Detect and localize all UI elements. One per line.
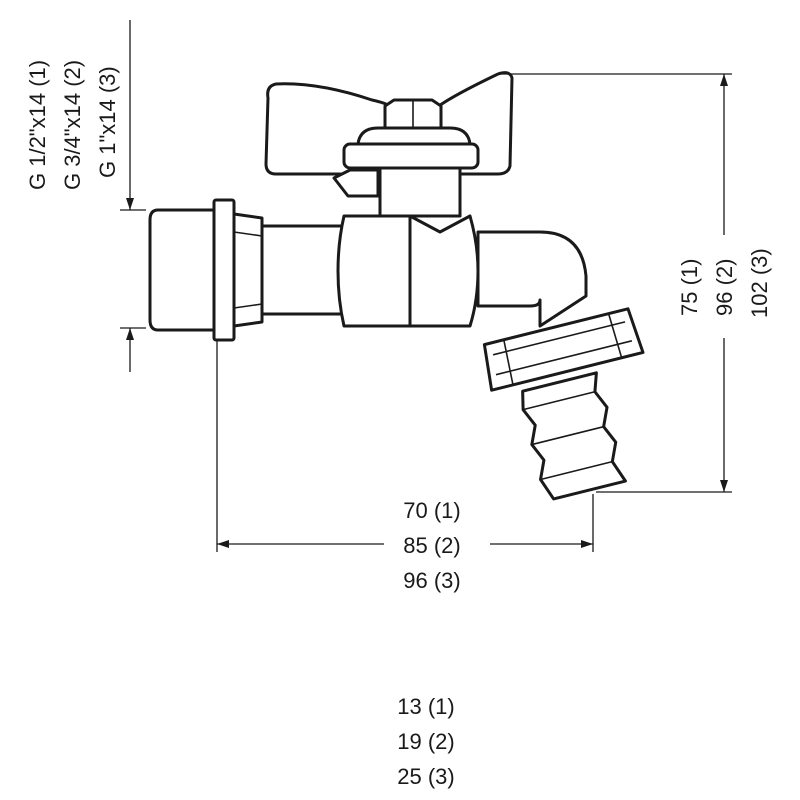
length-label-2: 85 (2) [403, 533, 460, 558]
hose-label-2: 19 (2) [397, 729, 454, 754]
outlet-elbow [476, 230, 588, 328]
length-label-1: 70 (1) [403, 498, 460, 523]
ball-valve [148, 71, 645, 501]
handle-hub [356, 126, 472, 146]
inlet-flange [212, 198, 236, 342]
height-labels: 75 (1) 96 (2) 102 (3) [677, 248, 772, 318]
height-label-2: 96 (2) [712, 259, 737, 316]
stop-lug [332, 168, 380, 198]
thread-size-labels: G 1/2"x14 (1) G 3/4"x14 (2) G 1"x14 (3) [25, 60, 120, 190]
inlet-neck [260, 224, 346, 316]
valve-stem [378, 166, 462, 218]
valve-body-left [336, 214, 412, 328]
height-label-3: 102 (3) [747, 248, 772, 318]
hose-label-1: 13 (1) [397, 694, 454, 719]
inlet-hex-nut [232, 212, 264, 328]
hose-tail [521, 371, 627, 501]
height-label-1: 75 (1) [677, 259, 702, 316]
length-labels: 70 (1) 85 (2) 96 (3) [403, 498, 460, 593]
hose-label-3: 25 (3) [397, 764, 454, 789]
hose-nut [482, 307, 645, 392]
thread-label-2: G 3/4"x14 (2) [60, 60, 85, 190]
thread-label-1: G 1/2"x14 (1) [25, 60, 50, 190]
inlet-thread [148, 208, 216, 332]
hose-size-labels: 13 (1) 19 (2) 25 (3) [397, 694, 454, 789]
length-label-3: 96 (3) [403, 568, 460, 593]
stem-collar [342, 142, 480, 170]
dimension-lines [120, 20, 732, 552]
valve-body-right [408, 214, 480, 328]
thread-label-3: G 1"x14 (3) [95, 66, 120, 178]
